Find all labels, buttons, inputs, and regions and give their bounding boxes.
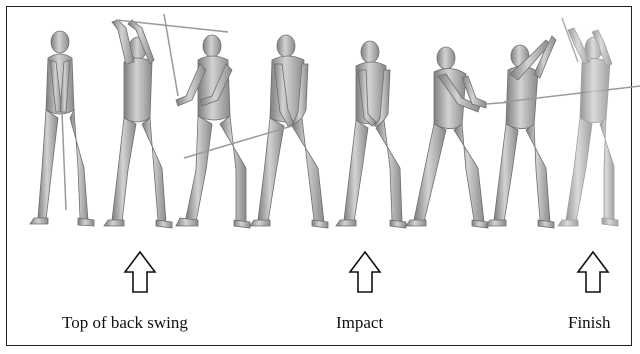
arrow-top-of-backswing-icon [125,252,155,292]
caption-impact: Impact [336,313,383,333]
golfer-figure-late-follow-through [486,36,640,228]
caption-top-of-back-swing: Top of back swing [62,313,188,333]
caption-finish: Finish [568,313,611,333]
arrow-impact-icon [350,252,380,292]
arrow-finish-icon [578,252,608,292]
golfer-figure-impact [336,41,406,228]
golfer-figure-downswing [176,35,250,228]
golfer-figure-finish [558,18,618,226]
golfer-figure-address [30,31,94,226]
